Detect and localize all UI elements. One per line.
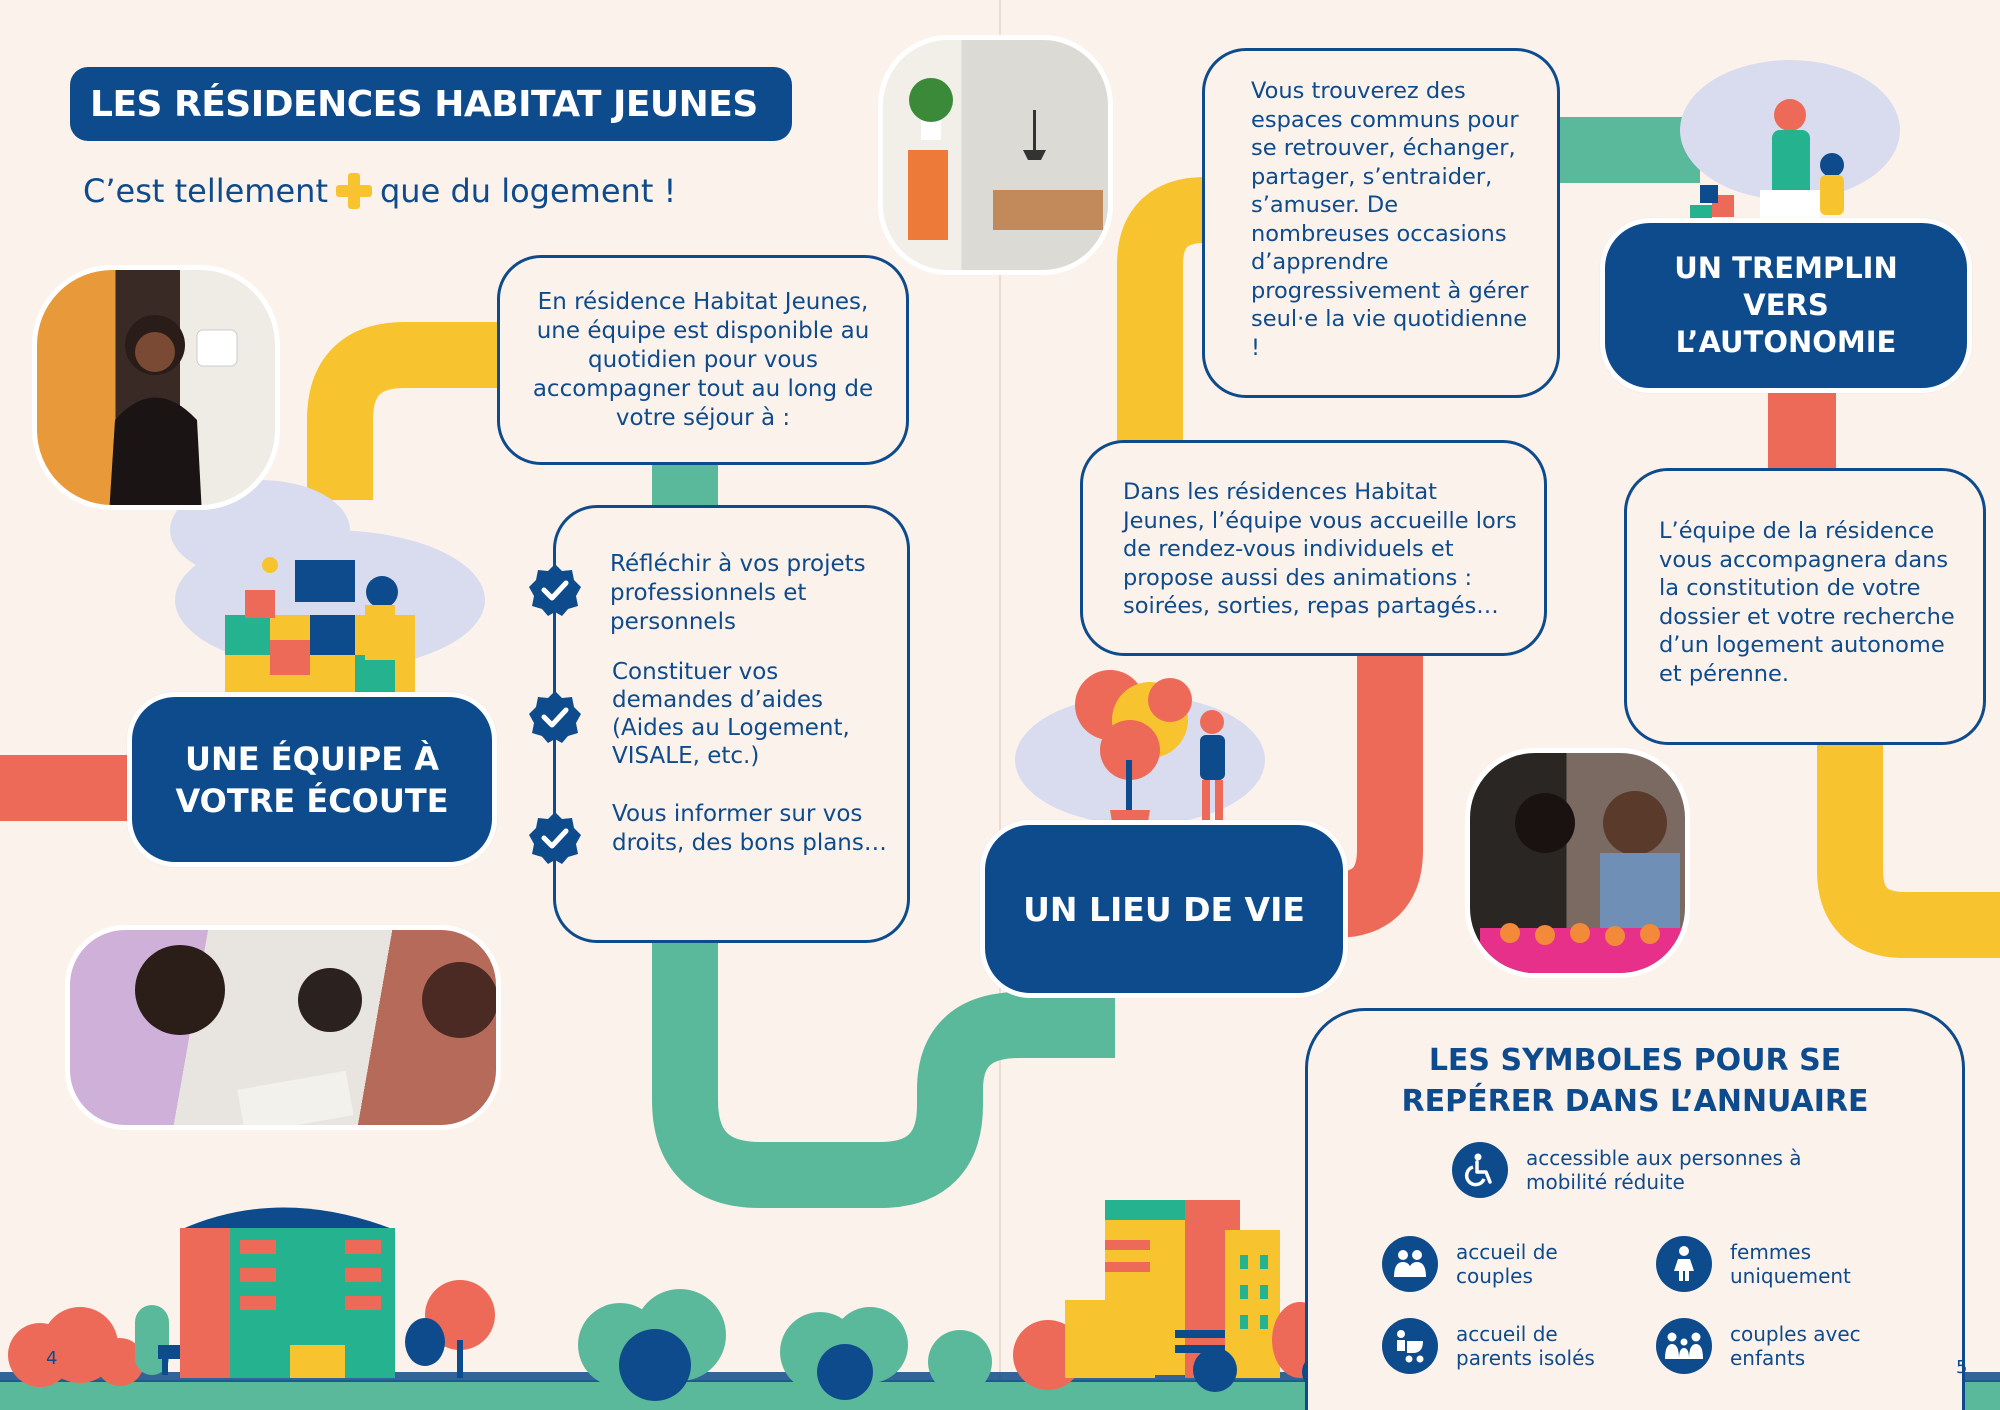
- symbol-label: couples avec enfants: [1730, 1322, 1861, 1370]
- housing-box-text: L’équipe de la résidence vous accompagne…: [1659, 518, 1955, 687]
- symbol-label: femmes uniquement: [1730, 1240, 1851, 1288]
- check-badge-icon: [529, 691, 581, 743]
- intro-box: En résidence Habitat Jeunes, une équipe …: [497, 255, 909, 465]
- symbol-stroller: accueil de parents isolés: [1382, 1318, 1616, 1374]
- couple-icon: [1382, 1236, 1438, 1292]
- cupcakes-scene: [1480, 791, 1685, 973]
- team-pill-text: UNE ÉQUIPE À VOTRE ÉCOUTE: [175, 739, 449, 820]
- title-banner: LES RÉSIDENCES HABITAT JEUNES: [70, 67, 792, 141]
- tagline-before: C’est tellement: [83, 172, 328, 210]
- intro-box-text: En résidence Habitat Jeunes, une équipe …: [532, 289, 874, 431]
- check-badge-icon: [529, 812, 581, 864]
- lieu-de-vie-pill-text: UN LIEU DE VIE: [1023, 889, 1305, 929]
- checklist-item: Vous informer sur vos droits, des bons p…: [612, 801, 887, 856]
- room-interior: [908, 78, 1103, 240]
- group-silhouettes: [135, 945, 496, 1125]
- photo-cupcakes: [1465, 748, 1690, 978]
- symbols-title: LES SYMBOLES POUR SE REPÉRER DANS L’ANNU…: [1401, 1043, 1869, 1119]
- tremplin-pill-text: UN TREMPLIN VERS L’AUTONOMIE: [1674, 251, 1898, 359]
- welcome-box-text: Dans les résidences Habitat Jeunes, l’éq…: [1123, 479, 1517, 619]
- wheelchair-icon: [1452, 1142, 1508, 1198]
- symbol-wheelchair: accessible aux personnes à mobilité rédu…: [1452, 1142, 1816, 1198]
- family-icon: [1656, 1318, 1712, 1374]
- welcome-box: Dans les résidences Habitat Jeunes, l’éq…: [1080, 440, 1547, 656]
- symbol-label: accessible aux personnes à mobilité rédu…: [1526, 1146, 1802, 1194]
- checklist-box: [553, 505, 910, 943]
- page-number-left: 4: [46, 1348, 58, 1369]
- common-spaces-box: Vous trouverez des espaces communs pour …: [1202, 48, 1560, 398]
- photo-group-reading: [65, 925, 501, 1130]
- housing-box: L’équipe de la résidence vous accompagne…: [1624, 468, 1986, 745]
- title-banner-text: LES RÉSIDENCES HABITAT JEUNES: [90, 83, 758, 125]
- symbol-label: accueil de couples: [1456, 1240, 1558, 1288]
- tagline-after: que du logement !: [379, 172, 677, 210]
- page-number-right: 5: [1956, 1357, 1968, 1378]
- team-pill: UNE ÉQUIPE À VOTRE ÉCOUTE: [127, 692, 497, 867]
- woman-silhouette: [109, 315, 238, 505]
- symbol-family: couples avec enfants: [1656, 1318, 1880, 1374]
- symbol-label: accueil de parents isolés: [1456, 1322, 1595, 1370]
- woman-icon: [1656, 1236, 1712, 1292]
- photo-woman-doorway: [32, 265, 280, 510]
- check-badge-icon: [529, 564, 581, 616]
- plus-icon: [335, 173, 372, 209]
- tremplin-pill: UN TREMPLIN VERS L’AUTONOMIE: [1600, 218, 1972, 393]
- lieu-de-vie-pill: UN LIEU DE VIE: [980, 820, 1348, 998]
- photo-common-room: [878, 35, 1113, 275]
- symbol-woman: femmes uniquement: [1656, 1236, 1870, 1292]
- checklist-item: Réfléchir à vos projets professionnels e…: [610, 551, 866, 635]
- common-spaces-text: Vous trouverez des espaces communs pour …: [1251, 78, 1529, 361]
- checklist-item: Constituer vos demandes d’aides (Aides a…: [612, 659, 850, 769]
- tagline: C’est tellement que du logement !: [83, 166, 676, 216]
- stroller-icon: [1382, 1318, 1438, 1374]
- symbol-couple: accueil de couples: [1382, 1236, 1606, 1292]
